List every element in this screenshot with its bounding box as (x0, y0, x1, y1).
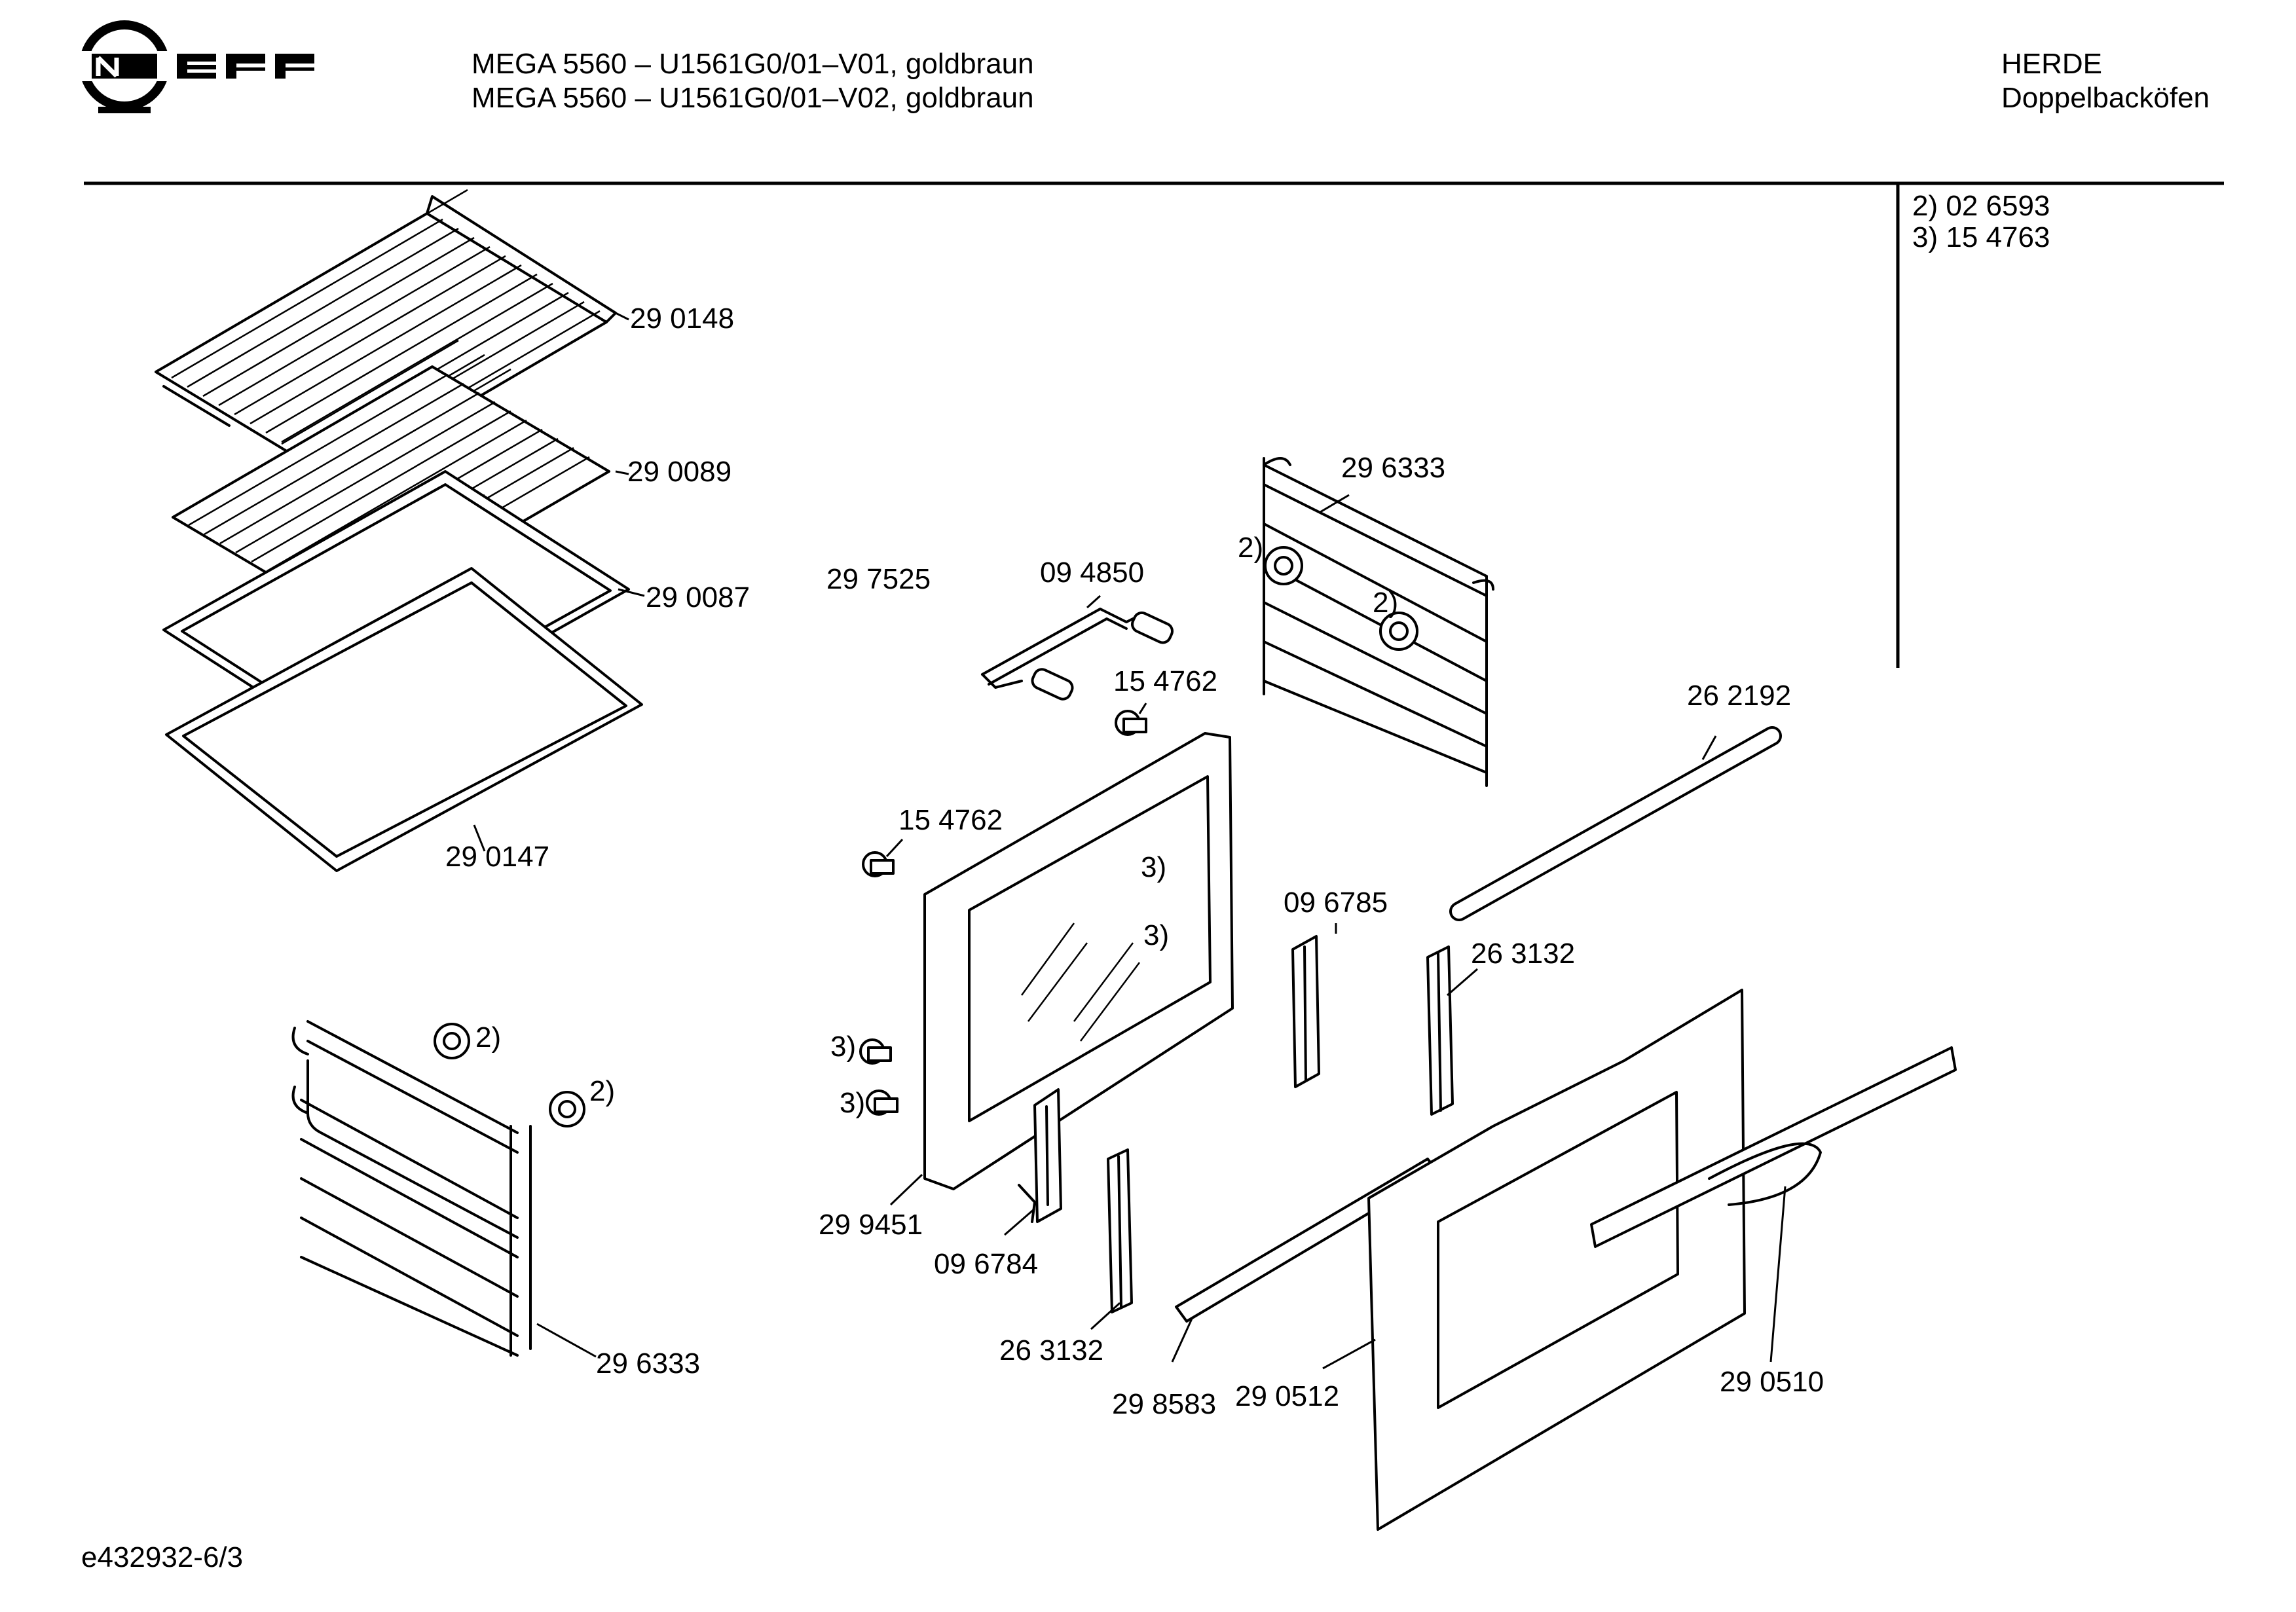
profile-strip-right (1426, 945, 1454, 1116)
tray-lower (165, 567, 643, 872)
leader-lines (473, 310, 1787, 1370)
label-grid-top: 29 0148 (630, 302, 735, 335)
label-assembly: 29 7525 (826, 563, 931, 595)
screws-outer (859, 1038, 898, 1116)
note-2: 3) 15 4763 (1912, 221, 2050, 253)
hinge-left (1018, 1088, 1062, 1223)
label-profile-right: 26 3132 (1471, 938, 1576, 970)
label-handle: 29 0510 (1720, 1366, 1824, 1398)
profile-strip-left (1107, 1148, 1133, 1313)
label-rack-right: 29 6333 (1341, 452, 1446, 484)
label-tray-upper: 29 0087 (646, 581, 750, 614)
label-inner-screw-2: 3) (1143, 919, 1170, 951)
screw-top (1115, 710, 1147, 736)
note-1: 2) 02 6593 (1912, 190, 2050, 222)
label-hinge-right: 09 6785 (1284, 887, 1388, 919)
neff-logo (79, 20, 314, 113)
label-seal-strip: 29 8583 (1112, 1388, 1217, 1420)
model-line-2: MEGA 5560 – U1561G0/01–V02, goldbraun (472, 82, 1034, 114)
label-inner-screw-1: 3) (1141, 851, 1167, 883)
model-line-1: MEGA 5560 – U1561G0/01–V01, goldbraun (472, 48, 1034, 80)
label-tray-lower: 29 0147 (445, 841, 550, 873)
drawing-id: e432932-6/3 (81, 1541, 244, 1573)
label-hinge-wire: 09 4850 (1040, 557, 1145, 589)
label-rack-right-nut-2: 2) (1373, 587, 1399, 619)
label-rod: 26 2192 (1687, 680, 1792, 712)
label-outer-screw-1: 3) (830, 1031, 857, 1063)
label-outer-screw-2: 3) (840, 1087, 866, 1119)
label-inner-frame: 29 9451 (819, 1209, 923, 1241)
screw-left (862, 851, 895, 877)
hinge-wire-clip (981, 608, 1174, 701)
rod (1449, 726, 1782, 921)
category: HERDE (2001, 48, 2103, 80)
label-rack-left-nut-1: 2) (475, 1021, 502, 1053)
label-rack-left: 29 6333 (596, 1347, 701, 1380)
subcategory: Doppelbacköfen (2001, 82, 2210, 114)
label-outer-door: 29 0512 (1235, 1380, 1340, 1412)
inner-door-frame (923, 732, 1234, 1190)
label-grid-mid: 29 0089 (627, 456, 732, 488)
label-rack-left-nut-2: 2) (589, 1075, 616, 1107)
oven-rack-left (291, 1020, 585, 1357)
grid-shelf-top (155, 189, 617, 482)
outer-door-glass (1367, 989, 1746, 1531)
label-profile-left: 26 3132 (999, 1334, 1104, 1366)
label-screw-left: 15 4762 (898, 804, 1003, 836)
label-rack-right-nut-1: 2) (1238, 532, 1264, 564)
door-handle (1590, 1046, 1957, 1248)
label-hinge-left: 09 6784 (934, 1248, 1039, 1280)
oven-rack-right (1263, 457, 1494, 787)
hinge-right (1291, 935, 1320, 1088)
label-screw-upper: 15 4762 (1113, 665, 1218, 697)
